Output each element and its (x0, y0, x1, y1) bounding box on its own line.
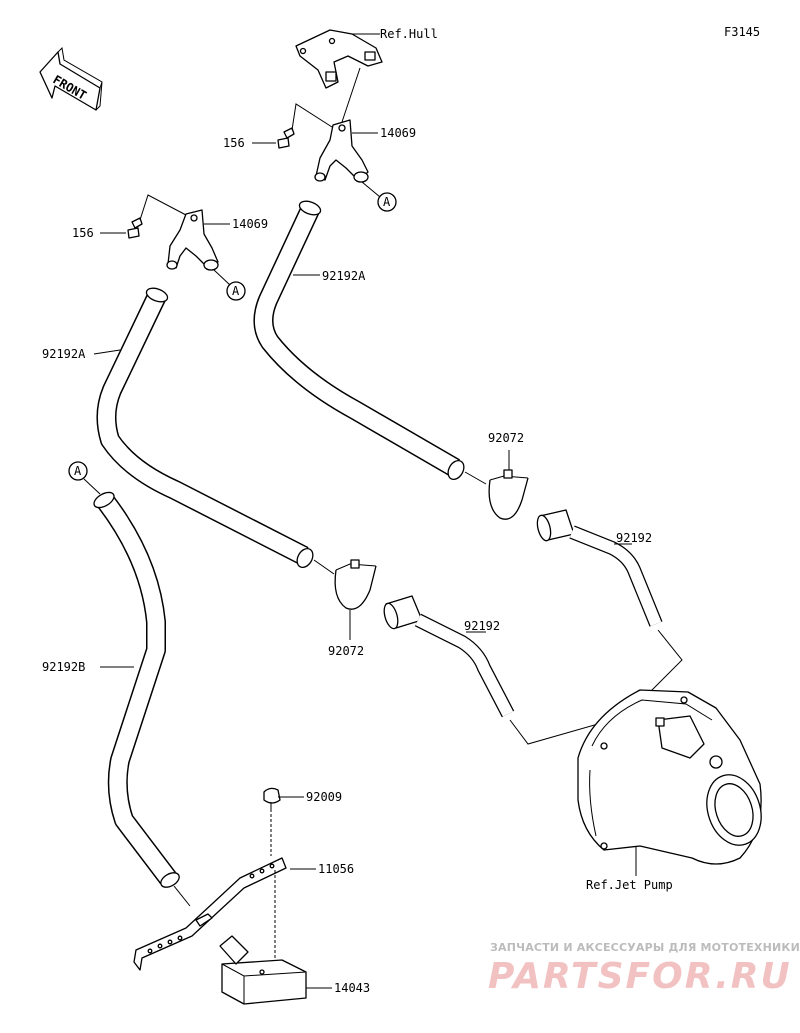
hose-upper-label: 92192A (322, 269, 366, 283)
svg-text:A: A (232, 284, 240, 298)
filter-label: 14043 (334, 981, 370, 995)
pipe-right-label: 92192 (616, 531, 652, 545)
watermark: ЗАПЧАСТИ И АКСЕССУАРЫ ДЛЯ МОТОТЕХНИКИ PA… (488, 941, 800, 997)
bracket (133, 857, 287, 971)
bolt-upper-label: 156 (223, 136, 245, 150)
pipe-center-label: 92192 (464, 619, 500, 633)
clamp-lower-label: 92072 (328, 644, 364, 658)
marker-upper: A (377, 192, 397, 212)
hose-long-label: 92192B (42, 660, 85, 674)
hose-left (96, 287, 314, 568)
screw-icon (263, 787, 281, 812)
svg-text:A: A (383, 195, 391, 209)
jet-pump (577, 689, 762, 865)
svg-text:A: A (74, 464, 82, 478)
marker-left: A (68, 461, 88, 481)
clamp-lower (334, 559, 377, 610)
hull-bracket (295, 29, 383, 89)
fitting-lower (166, 209, 219, 271)
figure-code: F3145 (724, 25, 760, 39)
front-arrow-icon: FRONT (39, 46, 103, 111)
fitting-lower-label: 14069 (232, 217, 268, 231)
hose-left-label: 92192A (42, 347, 86, 361)
clamp-upper (488, 469, 529, 520)
hose-upper (253, 200, 465, 480)
screw-label: 92009 (306, 790, 342, 804)
bolt-lower-label: 156 (72, 226, 94, 240)
fitting-upper-label: 14069 (380, 126, 416, 140)
pipe-center (383, 595, 515, 718)
ref-hull-label: Ref.Hull (380, 27, 438, 41)
watermark-brand: PARTSFOR.RU (488, 956, 792, 997)
pipe-right (536, 509, 663, 627)
fitting-upper (314, 119, 369, 183)
ref-jet-pump-label: Ref.Jet Pump (586, 878, 673, 892)
filter (219, 935, 307, 1005)
bolt-upper-icon (277, 127, 295, 149)
marker-lower: A (226, 281, 246, 301)
bracket-label: 11056 (318, 862, 354, 876)
watermark-tagline: ЗАПЧАСТИ И АКСЕССУАРЫ ДЛЯ МОТОТЕХНИКИ (490, 941, 800, 954)
clamp-upper-label: 92072 (488, 431, 524, 445)
hose-long (93, 491, 180, 888)
bolt-lower-icon (127, 217, 143, 239)
